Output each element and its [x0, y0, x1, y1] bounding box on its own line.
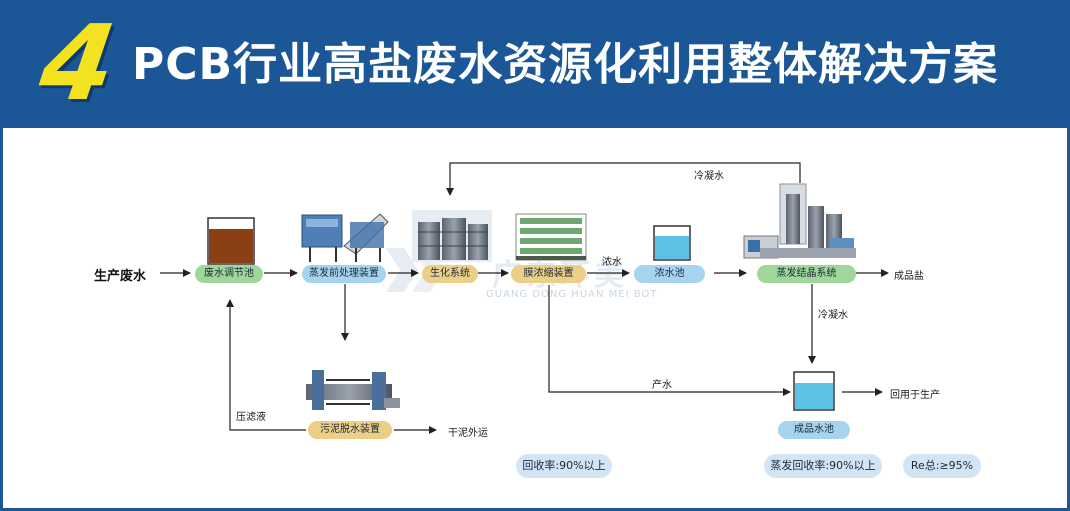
unit-equalization-tank: 废水调节池: [195, 265, 263, 283]
unit-membrane: 膜浓缩装置: [511, 265, 586, 283]
unit-product-tank: 成品水池: [778, 421, 850, 439]
unit-evap-crystal: 蒸发结晶系统: [757, 265, 856, 283]
equalization-tank-icon: [207, 217, 255, 265]
product-water-tank-icon: [793, 371, 835, 411]
source-label: 生产废水: [94, 269, 147, 284]
arrow-condensate-return: [446, 162, 801, 196]
label-condensate-right: 冷凝水: [818, 310, 848, 321]
stat-membrane-recovery: 回收率:90%以上: [516, 454, 612, 478]
membrane-skid-icon: [515, 213, 587, 261]
label-filtrate: 压滤液: [236, 412, 266, 423]
watermark-en: GUANG DONG HUAN MEI BOT: [486, 289, 658, 300]
page-title: PCB行业高盐废水资源化利用整体解决方案: [132, 39, 999, 90]
pre-treatment-equipment-icon: [301, 213, 389, 262]
unit-bio-system: 生化系统: [422, 265, 478, 283]
label-dry-sludge: 干泥外运: [448, 428, 488, 439]
filter-press-icon: [306, 370, 400, 410]
label-concentrate: 浓水: [602, 257, 622, 268]
flow-arrows: [160, 162, 889, 434]
concentrate-tank-icon: [653, 225, 691, 261]
header-bar: 4 PCB行业高盐废水资源化利用整体解决方案: [0, 0, 1070, 128]
unit-sludge-dewater: 污泥脱水装置: [308, 421, 392, 439]
diagram-panel: [3, 128, 1067, 508]
label-produced-water: 产水: [652, 380, 672, 391]
label-reuse: 回用于生产: [890, 390, 940, 401]
bio-system-tanks-icon: [412, 210, 492, 262]
evaporator-icon: [743, 183, 856, 259]
label-product-salt: 成品盐: [894, 271, 924, 282]
arrow-filtrate-return: [226, 299, 306, 431]
arrow-produced-water: [548, 285, 791, 396]
stat-total-recovery: Re总:≥95%: [903, 454, 981, 478]
stat-evap-recovery: 蒸发回收率:90%以上: [764, 454, 882, 478]
label-condensate-top: 冷凝水: [694, 171, 724, 182]
unit-pre-evaporation: 蒸发前处理装置: [302, 265, 386, 283]
unit-concentrate-tank: 浓水池: [634, 265, 705, 283]
